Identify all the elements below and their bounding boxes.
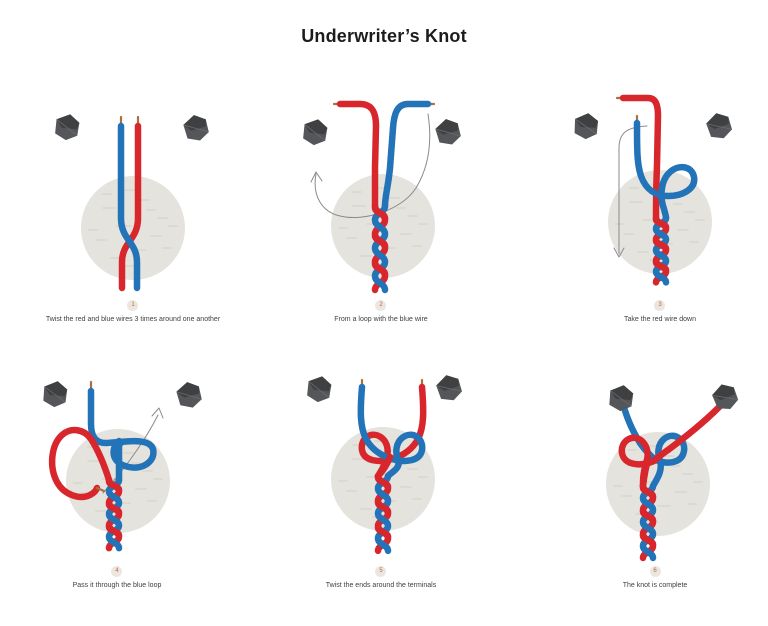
step-5-footer: 5 Twist the ends around the terminals — [325, 566, 437, 589]
step-2-footer: 2 From a loop with the blue wire — [334, 300, 428, 323]
wire-nut-icon — [40, 378, 70, 410]
step-1-panel: 1 Twist the red and blue wires 3 times a… — [0, 70, 256, 323]
blue-wire-loop — [357, 383, 426, 480]
red-wire-loop — [48, 426, 113, 501]
wire-nut-icon — [433, 116, 463, 148]
steps-row-1: 1 Twist the red and blue wires 3 times a… — [0, 70, 768, 323]
copper-tip — [95, 486, 106, 493]
step-caption: Twist the ends around the terminals — [325, 582, 437, 589]
step-number-badge: 5 — [375, 566, 387, 577]
wire-nut-icon — [434, 372, 464, 404]
motion-arrow-icon — [618, 125, 648, 255]
step-3-illustration — [571, 94, 734, 298]
wire-nut-icon — [174, 380, 204, 410]
wire-nut-icon — [51, 111, 83, 143]
arrowhead-icon — [310, 171, 323, 183]
step-number-badge: 4 — [111, 566, 123, 577]
step-number-badge: 1 — [127, 300, 139, 311]
wire-nut-icon — [606, 382, 636, 414]
step-6-illustration — [605, 380, 741, 564]
step-caption: Twist the red and blue wires 3 times aro… — [45, 316, 221, 323]
step-1-illustration — [51, 111, 211, 292]
step-2-panel: 2 From a loop with the blue wire — [256, 70, 512, 323]
step-5-illustration — [303, 372, 464, 564]
blue-wire — [381, 100, 432, 210]
red-wire — [336, 100, 380, 210]
blue-wire — [117, 122, 141, 292]
wire-nut-icon — [704, 110, 734, 142]
blue-wire-loop — [633, 119, 698, 222]
wire-nut-icon — [571, 110, 601, 142]
step-caption: Pass it through the blue loop — [72, 582, 162, 589]
steps-row-2: 4 Pass it through the blue loop 5 — [0, 336, 768, 589]
step-caption: From a loop with the blue wire — [334, 316, 428, 323]
step-1-footer: 1 Twist the red and blue wires 3 times a… — [46, 300, 220, 323]
step-2-illustration — [299, 100, 463, 298]
wire-nut-icon — [303, 373, 335, 405]
step-6-footer: 6 The knot is complete — [622, 566, 688, 589]
arrowhead-icon — [151, 407, 164, 419]
step-4-footer: 4 Pass it through the blue loop — [72, 566, 162, 589]
step-number-badge: 2 — [375, 300, 387, 311]
step-6-panel: 6 The knot is complete — [512, 336, 768, 589]
step-caption: Take the red wire down — [624, 316, 696, 323]
arrowhead-icon — [613, 247, 625, 258]
step-5-panel: 5 Twist the ends around the terminals — [256, 336, 512, 589]
step-number-badge: 3 — [654, 300, 666, 311]
page-title: Underwriter’s Knot — [301, 26, 467, 46]
step-number-badge: 6 — [649, 566, 661, 577]
step-4-illustration — [40, 378, 204, 564]
wire-nut-icon — [299, 116, 331, 148]
copper-tip — [360, 378, 424, 389]
step-3-panel: 3 Take the red wire down — [512, 70, 768, 323]
step-4-panel: 4 Pass it through the blue loop — [0, 336, 256, 589]
steps-grid: 1 Twist the red and blue wires 3 times a… — [0, 70, 768, 589]
red-wire — [619, 94, 662, 222]
step-caption: The knot is complete — [622, 582, 688, 589]
texture-disc — [80, 175, 186, 281]
wire-nut-icon — [181, 112, 211, 144]
step-3-footer: 3 Take the red wire down — [624, 300, 696, 323]
copper-tip — [615, 96, 639, 125]
blue-wire-loop — [87, 387, 157, 471]
